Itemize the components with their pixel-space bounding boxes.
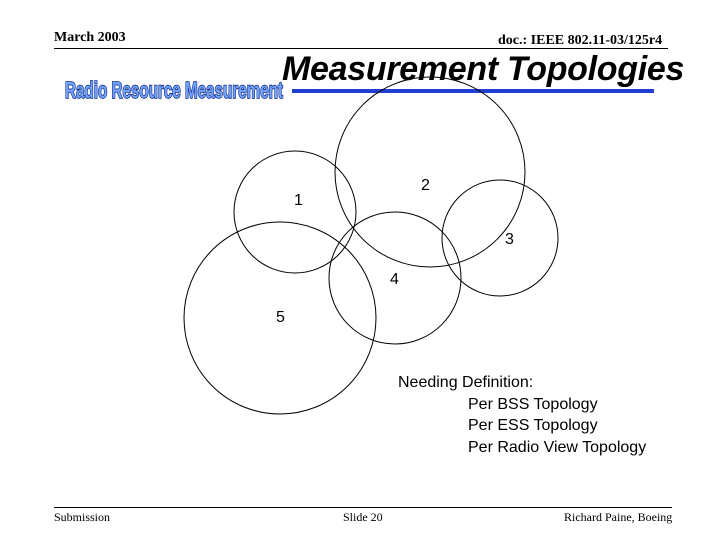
needing-heading: Needing Definition: [398, 374, 534, 391]
slide-title: Measurement Topologies [282, 50, 685, 88]
header-doc-id: doc.: IEEE 802.11-03/125r4 [498, 33, 663, 48]
circle-3 [441, 179, 559, 297]
footer-slide-number: Slide 20 [343, 510, 383, 524]
circle-4 [328, 211, 462, 345]
circle-5 [183, 221, 377, 415]
needing-item: Per BSS Topology [468, 395, 598, 413]
label-2: 2 [421, 177, 430, 194]
label-4: 4 [390, 271, 399, 288]
header-divider [54, 48, 668, 49]
needing-item: Per ESS Topology [468, 417, 598, 434]
title-underline [292, 89, 654, 93]
logo-text: Radio Resource Measurement [65, 77, 283, 103]
footer-divider [54, 507, 672, 508]
needing-item: Per Radio View Topology [468, 438, 647, 456]
radio-resource-measurement-logo: Radio Resource Measurement [64, 76, 284, 104]
footer-author: Richard Paine, Boeing [564, 510, 673, 524]
circle-1 [233, 150, 357, 274]
needing-definition-block: Needing Definition: Per BSS Topology Per… [398, 372, 646, 458]
label-5: 5 [276, 309, 285, 326]
footer-submission: Submission [54, 510, 111, 524]
label-3: 3 [505, 231, 514, 248]
header-date: March 2003 [54, 30, 126, 45]
circle-2 [334, 76, 526, 268]
label-1: 1 [294, 192, 303, 209]
